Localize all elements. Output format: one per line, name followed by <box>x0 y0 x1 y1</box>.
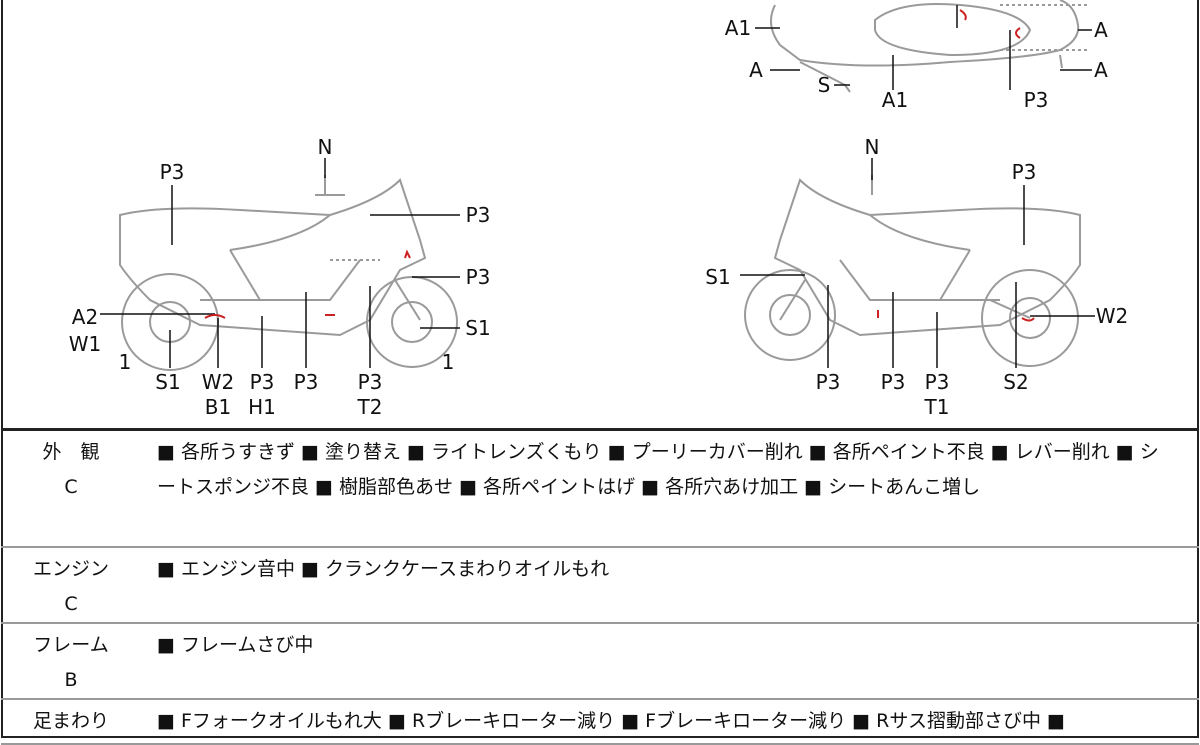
label-top-A: A <box>1094 18 1108 42</box>
label-left: N <box>317 135 333 159</box>
label-left: S1 <box>155 370 181 394</box>
label-top-A: A <box>749 58 763 82</box>
category-label: 外 観 <box>42 441 100 463</box>
table-row-exterior: 外 観 C ■ 各所うすきず ■ 塗り替え ■ ライトレンズくもり ■ プーリーカ… <box>1 429 1199 548</box>
label-left: A2 <box>71 305 99 329</box>
condition-notes: ■ 各所うすきず ■ 塗り替え ■ ライトレンズくもり ■ プーリーカバー削れ … <box>141 429 1199 548</box>
grade: C <box>64 476 78 498</box>
damage-diagram: A1 A A A S A1 P3 P3 N P3 P3 A2 W1 S1 1 1… <box>68 0 1129 419</box>
label-left: P3 <box>465 203 491 227</box>
label-top-A1: A1 <box>881 88 909 112</box>
label-left: P3 <box>293 370 319 394</box>
label-left: B1 <box>204 395 232 419</box>
table-row-engine: エンジン C ■ エンジン音中 ■ クランクケースまわりオイルもれ <box>1 546 1199 624</box>
label-left: P3 <box>357 370 383 394</box>
label-left: W2 <box>201 370 235 394</box>
label-left: P3 <box>465 265 491 289</box>
label-left: W1 <box>68 332 102 356</box>
condition-notes: ■ フレームさび中 <box>141 622 1199 700</box>
condition-notes: ■ エンジン音中 ■ クランクケースまわりオイルもれ <box>141 546 1199 624</box>
label-left: P3 <box>249 370 275 394</box>
scooter-right-view <box>744 175 1081 367</box>
grade: B <box>64 668 78 691</box>
label-left: P3 <box>159 160 185 184</box>
label-right: N <box>864 135 880 159</box>
label-top-P3: P3 <box>1023 88 1049 112</box>
label-left: S1 <box>465 316 491 340</box>
label-right: P3 <box>880 370 906 394</box>
scooter-left-view <box>119 175 458 371</box>
scooter-drawings <box>100 0 1095 371</box>
label-left: 1 <box>118 350 132 374</box>
category-label: 足まわり <box>32 709 109 732</box>
label-top-S: S <box>817 73 831 97</box>
category-label: エンジン <box>32 557 109 580</box>
label-right: S2 <box>1003 370 1029 394</box>
label-right: S1 <box>705 265 731 289</box>
category-label: フレーム <box>33 633 109 656</box>
table-row-frame: フレーム B ■ フレームさび中 <box>1 622 1199 700</box>
condition-table: 外 観 C ■ 各所うすきず ■ 塗り替え ■ ライトレンズくもり ■ プーリーカ… <box>1 428 1199 745</box>
label-left: H1 <box>248 395 276 419</box>
label-left: 1 <box>441 350 455 374</box>
label-top-A: A <box>1094 58 1108 82</box>
condition-notes: ■ Fフォークオイルもれ大 ■ Rブレーキローター減り ■ Fブレーキローター減… <box>141 698 1199 745</box>
label-left: T2 <box>357 395 383 419</box>
label-right: P3 <box>924 370 950 394</box>
table-row-suspension: 足まわり ■ Fフォークオイルもれ大 ■ Rブレーキローター減り ■ Fブレーキ… <box>1 698 1199 745</box>
label-right: T1 <box>924 395 950 419</box>
label-right: P3 <box>815 370 841 394</box>
label-right: W2 <box>1095 304 1129 328</box>
scooter-top-view <box>770 0 1090 93</box>
label-right: P3 <box>1011 160 1037 184</box>
label-top-A1: A1 <box>724 16 752 40</box>
grade: C <box>64 592 78 615</box>
